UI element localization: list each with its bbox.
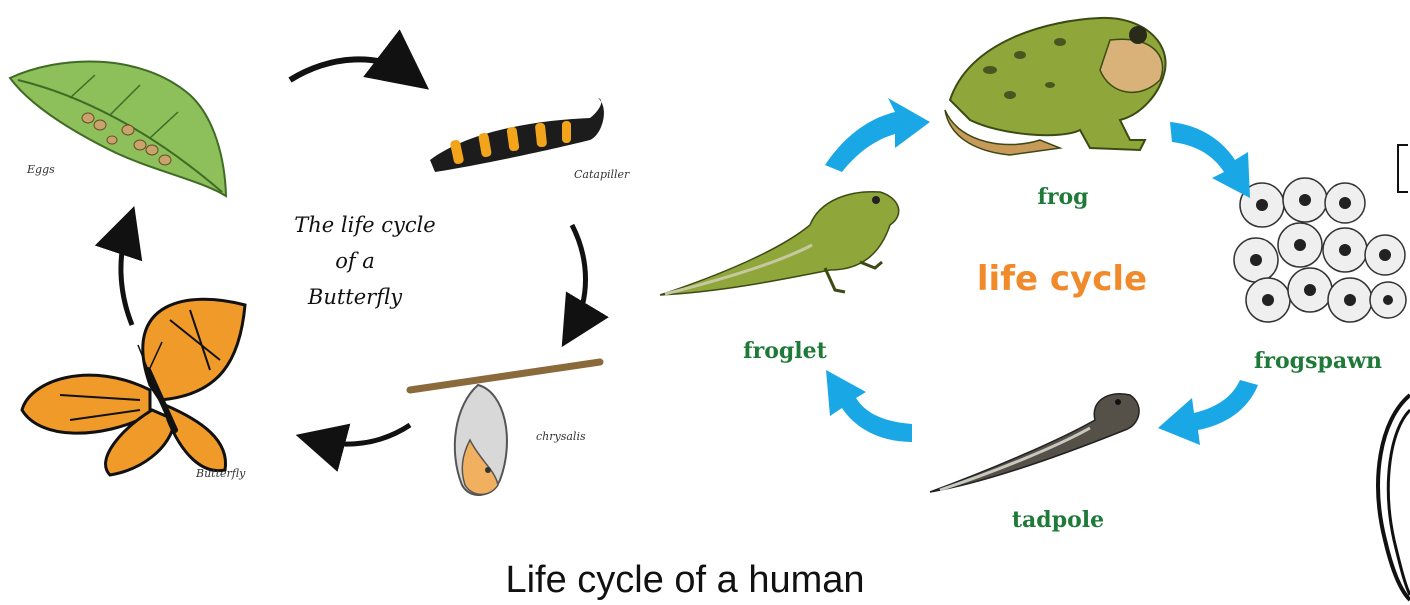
caterpillar-label: Catapiller — [574, 168, 630, 181]
arrow-chrysalis-to-butterfly — [315, 425, 410, 444]
butterfly-image — [22, 299, 245, 475]
frog-cycle-title: life cycle — [977, 259, 1147, 299]
tadpole-label: tadpole — [1012, 507, 1104, 533]
arrow-froglet-to-frog — [825, 98, 930, 172]
eggs-label: Eggs — [26, 163, 55, 176]
butterfly-label: Butterfly — [195, 467, 246, 480]
caterpillar-image — [430, 98, 604, 172]
arrow-butterfly-to-eggs — [121, 225, 132, 325]
butterfly-title-line-2: of a — [335, 249, 375, 273]
butterfly-life-cycle: Eggs Catapiller The life cycle of a Butt… — [10, 59, 630, 495]
arrow-tadpole-to-froglet — [826, 370, 912, 442]
frog-life-cycle: frog frogspawn tadpole frogle — [660, 18, 1406, 533]
arrow-eggs-to-caterpillar — [290, 59, 410, 80]
frogspawn-image — [1234, 178, 1406, 322]
arrow-frogspawn-to-tadpole — [1158, 380, 1258, 445]
arrow-caterpillar-to-chrysalis — [572, 225, 586, 330]
froglet-label: froglet — [743, 338, 827, 364]
chrysalis-image — [410, 362, 600, 495]
tadpole-image — [930, 394, 1139, 492]
partial-human-cycle-graphic — [1378, 145, 1410, 600]
arrow-frog-to-frogspawn — [1170, 122, 1250, 198]
frog-label: frog — [1037, 184, 1088, 210]
chrysalis-label: chrysalis — [536, 430, 586, 443]
froglet-image — [660, 192, 899, 295]
frogspawn-label: frogspawn — [1254, 348, 1382, 374]
butterfly-title-line-1: The life cycle — [294, 213, 435, 237]
caption-text: Life cycle of a human — [505, 559, 864, 601]
butterfly-title-line-3: Butterfly — [307, 285, 403, 309]
frog-image — [945, 18, 1166, 155]
